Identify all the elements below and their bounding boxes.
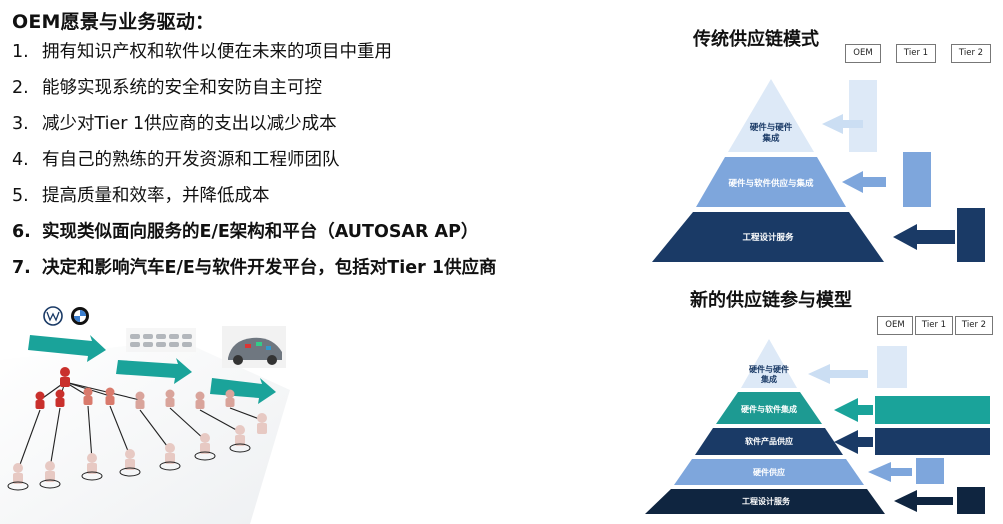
trad-tier1-column [903, 152, 931, 207]
org-network-illustration [0, 306, 290, 524]
new-arrow-tier2 [894, 490, 953, 512]
new-tier2-column [957, 487, 985, 514]
legend-oem: OEM [845, 44, 881, 63]
list-item: 6. 实现类似面向服务的E/E架构和平台（AUTOSAR AP） [12, 214, 497, 250]
car-fleet-image [126, 328, 196, 352]
trad-layer-top-label-2: 集成 [761, 133, 780, 144]
car-architecture-image [222, 326, 286, 368]
item-number: 5. [12, 186, 29, 206]
legend-tier2: Tier 2 [951, 44, 991, 63]
new-tier-bar-teal [875, 396, 990, 424]
item-number: 2. [12, 78, 29, 98]
trad-arrow-oem [822, 114, 863, 134]
trad-layer-top-label: 硬件与硬件 [750, 122, 793, 133]
new-layer-1-label: 硬件与硬件 [749, 364, 789, 374]
supply-chain-diagrams: 硬件与硬件 集成 硬件与软件供应与集成 工程设计服务 硬件与硬件 集成 硬件与软… [645, 79, 990, 514]
new-layer-2 [716, 392, 822, 424]
new-layer-4 [674, 459, 864, 485]
new-layer-3-label: 软件产品供应 [745, 436, 793, 446]
new-tier1-column [916, 458, 944, 484]
traditional-model-title: 传统供应链模式 [693, 29, 819, 50]
item-text: 决定和影响汽车E/E与软件开发平台，包括对Tier 1供应商 [42, 258, 497, 278]
trad-tier2-column [957, 208, 985, 262]
trad-layer-bottom-label: 工程设计服务 [742, 232, 794, 243]
new-layer-3 [695, 428, 843, 455]
list-item: 5. 提高质量和效率，并降低成本 [12, 178, 497, 214]
list-item: 7. 决定和影响汽车E/E与软件开发平台，包括对Tier 1供应商 [12, 250, 497, 286]
new-layer-5 [645, 489, 885, 514]
item-text: 实现类似面向服务的E/E架构和平台（AUTOSAR AP） [42, 222, 479, 242]
new-arrow-oem [808, 364, 868, 384]
item-number: 3. [12, 114, 29, 134]
trad-arrow-tier2 [893, 224, 955, 250]
trad-layer-bottom [652, 212, 884, 262]
progress-arrow [210, 378, 276, 404]
new-arrow-navy [834, 430, 873, 454]
vision-list: 1. 拥有知识产权和软件以便在未来的项目中重用 2. 能够实现系统的安全和安防自主可… [12, 34, 497, 286]
list-item: 2. 能够实现系统的安全和安防自主可控 [12, 70, 497, 106]
item-text: 能够实现系统的安全和安防自主可控 [42, 78, 322, 98]
new-layer-5-label: 工程设计服务 [742, 496, 791, 506]
item-text: 拥有知识产权和软件以便在未来的项目中重用 [42, 42, 392, 62]
vw-logo-icon [43, 306, 63, 326]
legend-tier2: Tier 2 [955, 316, 993, 335]
list-item: 3. 减少对Tier 1供应商的支出以减少成本 [12, 106, 497, 142]
item-text: 有自己的熟练的开发资源和工程师团队 [42, 150, 340, 170]
person-figures [7, 367, 267, 491]
legend-oem: OEM [877, 316, 913, 335]
item-text: 减少对Tier 1供应商的支出以减少成本 [42, 114, 337, 134]
vision-heading: OEM愿景与业务驱动： [12, 11, 215, 33]
item-number: 7. [12, 258, 31, 278]
new-arrow-tier1 [868, 462, 912, 482]
new-model-title: 新的供应链参与模型 [690, 290, 852, 311]
new-layer-2-label: 硬件与软件集成 [741, 404, 797, 414]
trad-layer-top [728, 79, 814, 152]
item-number: 1. [12, 42, 29, 62]
new-oem-column [877, 346, 907, 388]
item-number: 6. [12, 222, 31, 242]
item-number: 4. [12, 150, 29, 170]
list-item: 1. 拥有知识产权和软件以便在未来的项目中重用 [12, 34, 497, 70]
progress-arrow [116, 358, 192, 384]
legend-tier1: Tier 1 [915, 316, 953, 335]
progress-arrow [28, 335, 106, 362]
new-arrow-teal [834, 398, 873, 422]
trad-arrow-tier1 [842, 171, 886, 193]
new-layer-1-label-2: 集成 [760, 374, 777, 384]
item-text: 提高质量和效率，并降低成本 [42, 186, 270, 206]
list-item: 4. 有自己的熟练的开发资源和工程师团队 [12, 142, 497, 178]
legend-tier1: Tier 1 [896, 44, 936, 63]
new-tier-bar-navy [875, 428, 990, 455]
trad-layer-middle [696, 157, 846, 207]
trad-layer-middle-label: 硬件与软件供应与集成 [728, 178, 814, 189]
trad-oem-column [849, 80, 877, 152]
new-layer-1 [741, 339, 797, 388]
bmw-logo-icon [71, 307, 89, 325]
new-layer-4-label: 硬件供应 [753, 467, 785, 477]
